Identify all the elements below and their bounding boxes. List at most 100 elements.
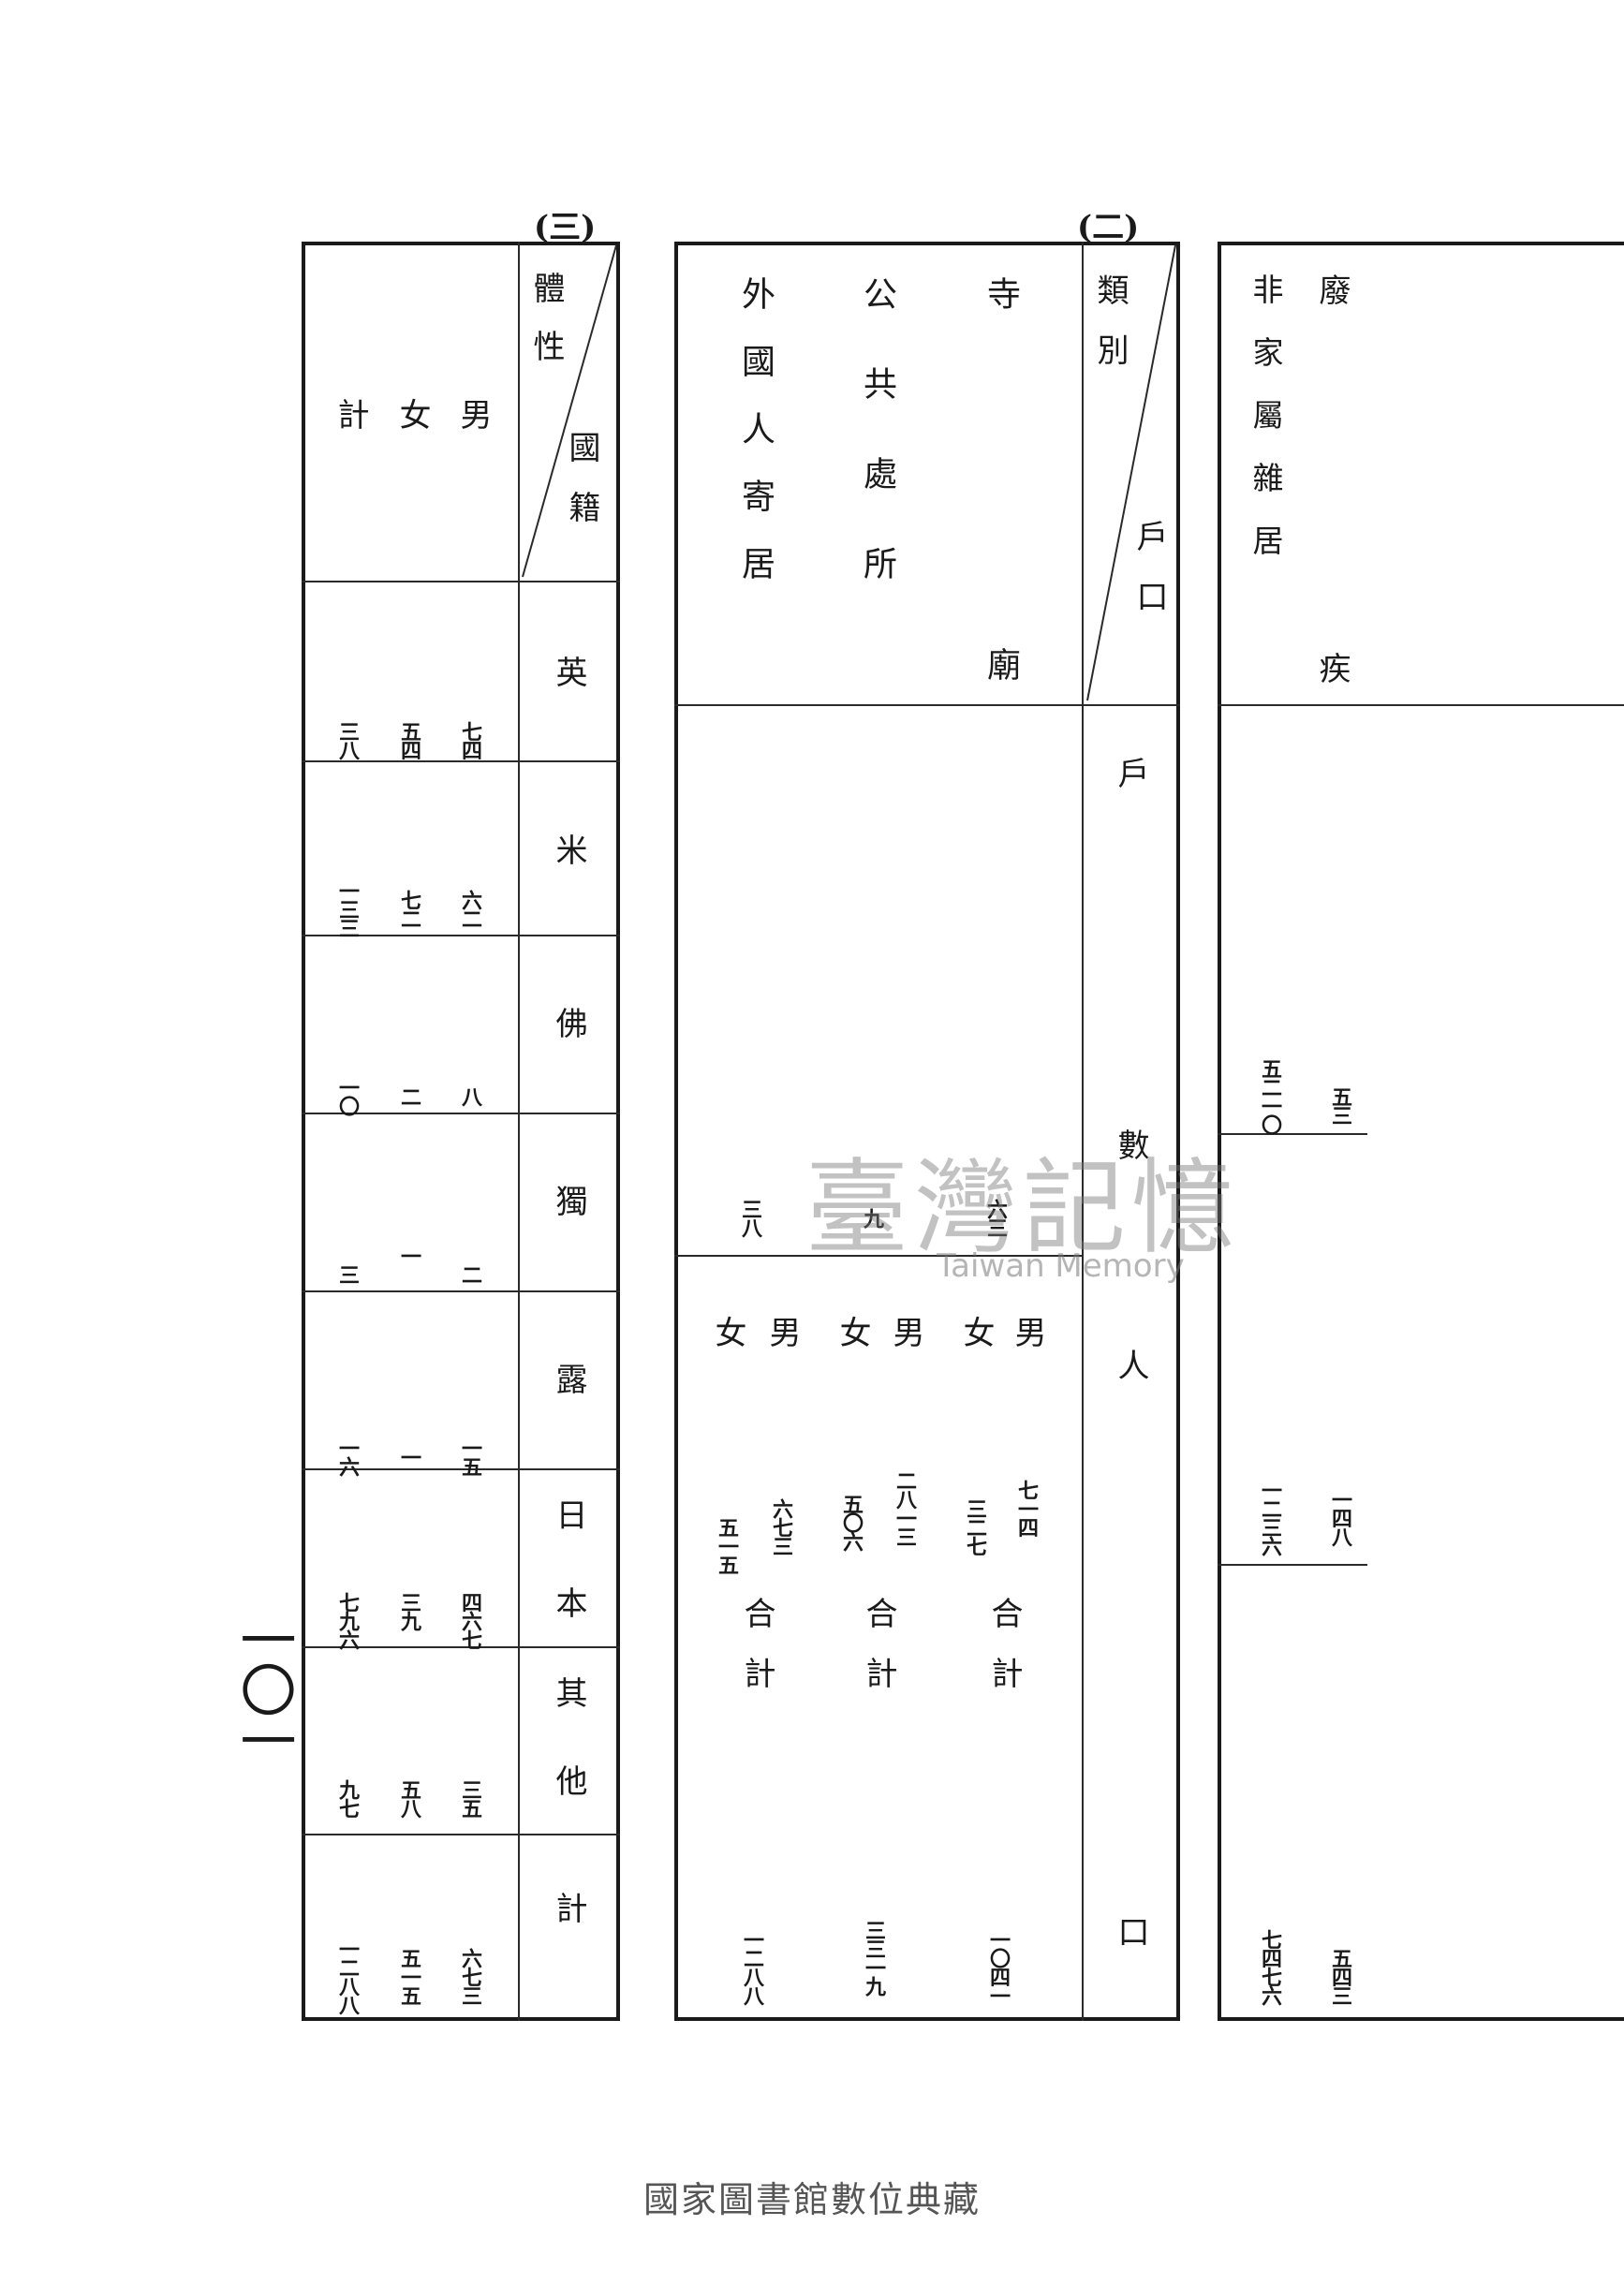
section3-mark: (三) — [534, 209, 597, 246]
s2-female-value: 五〇六 — [839, 1494, 864, 1550]
s3-row-line — [302, 935, 620, 936]
right-row-line — [1218, 1564, 1367, 1566]
s3-value: 七九六 — [335, 1592, 360, 1648]
s3-value: 三 — [335, 1264, 360, 1283]
s3-col-label: 日本 — [550, 1498, 587, 1674]
s3-header-diagonal — [522, 244, 617, 578]
s3-row-line — [302, 1468, 620, 1470]
s2-total-value: 三三一九 — [862, 1920, 886, 1995]
s3-value: 三五 — [458, 1779, 482, 1817]
s3-col-label: 米 — [550, 833, 587, 869]
s3-value: 六七三 — [458, 1948, 482, 2004]
right-value: 五四三 — [1328, 1948, 1352, 2004]
s2-hu-value: 六三 — [983, 1199, 1008, 1236]
s2-header-bottom: 戶口 — [1130, 520, 1168, 640]
section2-table — [674, 242, 1180, 2021]
s2-kou-label: 口 — [1112, 1915, 1149, 1951]
s3-value: 一〇 — [335, 1077, 360, 1114]
s3-value: 一 — [397, 1447, 421, 1466]
s2-hu-value: 三八 — [738, 1199, 762, 1236]
s2-header-divider — [1082, 242, 1084, 2021]
s3-col-label: 其他 — [550, 1676, 587, 1852]
s3-row-label-female: 女 — [393, 398, 431, 434]
s2-hu-ren-line — [674, 1255, 1082, 1257]
section3-table — [302, 242, 620, 2021]
s2-total-value: 一〇四一 — [986, 1929, 1011, 2004]
footer-archive-label: 國家圖書館數位典藏 — [642, 2179, 981, 2220]
s3-row-label-male: 男 — [454, 398, 492, 434]
s3-row-line — [302, 581, 523, 582]
s3-value: 三八 — [335, 721, 360, 759]
right-value: 七四七六 — [1258, 1929, 1282, 2004]
page-number: 一〇一 — [230, 1611, 296, 1762]
s2-gender-male: 男 — [1009, 1316, 1046, 1351]
s2-hu-label: 戶 — [1112, 757, 1149, 792]
s2-header-top: 類別 — [1091, 273, 1129, 393]
section2-mark: (二) — [1077, 209, 1140, 246]
s3-value: 一五 — [458, 1437, 482, 1475]
right-table-border — [1218, 242, 1624, 2021]
s3-header-top: 體性 — [527, 272, 565, 388]
s3-row-line — [302, 1113, 620, 1114]
s3-row-line — [302, 1290, 620, 1292]
s2-total-label: 合計 — [738, 1597, 775, 1717]
watermark-subtitle: Taiwan Memory — [937, 1247, 1185, 1285]
right-value: 一四八 — [1328, 1489, 1352, 1545]
s2-header-diagonal — [1086, 244, 1176, 701]
right-row-line — [1218, 1133, 1367, 1135]
watermark-logo: 臺灣記憶 — [805, 1148, 1240, 1268]
s2-gender-female: 女 — [834, 1316, 871, 1351]
s3-row-line — [302, 1834, 620, 1835]
right-value: 一二三六 — [1258, 1480, 1282, 1555]
s3-value: 五四 — [397, 721, 421, 759]
s2-ren-label: 人 — [1112, 1349, 1149, 1384]
section3-header-divider — [518, 242, 520, 2021]
s3-row-line — [302, 760, 620, 762]
s3-value: 一三三 — [335, 880, 360, 936]
s3-value: 一二八八 — [335, 1938, 360, 2013]
s3-value: 六二 — [458, 890, 482, 927]
s2-total-label: 合計 — [985, 1597, 1023, 1717]
s2-total-value: 一二八八 — [740, 1929, 764, 2004]
s2-hu-count-label: 數 — [1112, 1128, 1149, 1164]
right-label: 廢疾 — [1313, 273, 1351, 1030]
s2-header-bottom-line — [674, 704, 1180, 706]
s3-value: 三九 — [397, 1592, 421, 1629]
s2-category: 寺廟 — [982, 276, 1020, 1018]
s2-category: 外國人寄居 — [736, 276, 775, 613]
s2-male-value: 二八一三 — [893, 1470, 917, 1545]
s3-value: 二 — [397, 1086, 421, 1105]
s3-row-label-total: 計 — [332, 398, 369, 434]
s2-category: 公共處所 — [858, 276, 896, 636]
s3-value: 五一五 — [397, 1948, 421, 2004]
s3-value: 二 — [458, 1264, 482, 1283]
s3-col-label: 計 — [550, 1892, 587, 1927]
s2-gender-male: 男 — [887, 1316, 924, 1351]
right-row-line — [1218, 704, 1624, 706]
s3-col-label: 佛 — [550, 1007, 587, 1042]
s3-value: 四六七 — [458, 1592, 482, 1648]
s3-row-line — [518, 581, 620, 582]
s2-male-value: 六七三 — [769, 1498, 793, 1555]
s3-value: 九七 — [335, 1779, 360, 1817]
s3-col-label: 獨 — [550, 1185, 587, 1220]
s3-value: 一 — [397, 1246, 421, 1264]
s3-col-label: 露 — [550, 1363, 587, 1398]
s3-value: 七二 — [397, 890, 421, 927]
s3-value: 一六 — [335, 1437, 360, 1475]
s3-value: 七四 — [458, 721, 482, 759]
s3-col-label: 英 — [550, 656, 587, 691]
s2-gender-male: 男 — [763, 1316, 801, 1351]
s2-female-value: 五一五 — [715, 1517, 739, 1573]
s2-gender-female: 女 — [957, 1316, 995, 1351]
s2-male-value: 七一四 — [1014, 1480, 1039, 1536]
right-value: 五二一〇 — [1258, 1058, 1282, 1133]
s2-total-label: 合計 — [860, 1597, 897, 1717]
s3-row-line — [302, 1646, 620, 1648]
s2-hu-value: 九 — [860, 1208, 884, 1227]
right-label: 非家屬雜居 — [1248, 273, 1284, 587]
right-value: 五三 — [1328, 1086, 1352, 1124]
s3-header-bottom: 國籍 — [563, 431, 600, 551]
s3-value: 五八 — [397, 1779, 421, 1817]
s2-gender-female: 女 — [709, 1316, 746, 1351]
